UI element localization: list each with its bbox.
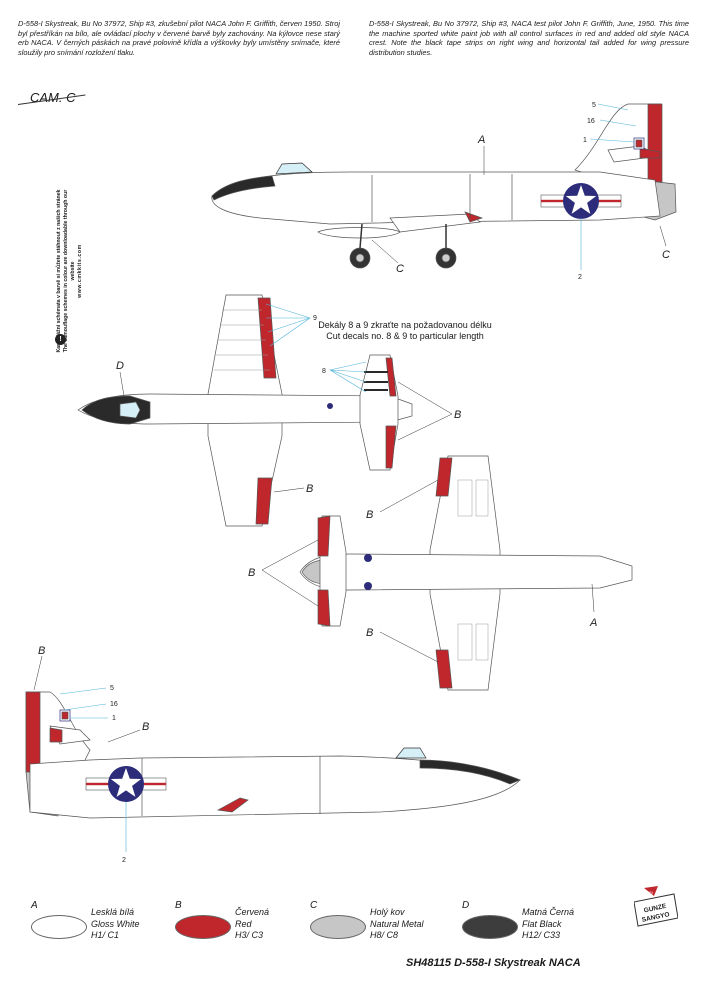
decal-length-note: Dekály 8 a 9 zkraťte na požadovanou délk…: [300, 320, 510, 342]
callout-b-fin: B: [38, 645, 45, 657]
canopy: [275, 162, 313, 175]
side-view-right: [25, 691, 521, 819]
legend-code: H8/ C8: [370, 930, 399, 940]
callout-b-tail: B: [454, 409, 461, 421]
callout-d: D: [116, 360, 124, 372]
swatch-gloss-white: [31, 915, 87, 939]
legend-letter: C: [310, 900, 318, 911]
callout-1-bottom: 1: [112, 715, 116, 722]
legend-code: H1/ C1: [91, 930, 120, 940]
swatch-red: [175, 915, 231, 939]
legend-code: H12/ C33: [522, 930, 561, 940]
nose-black: [211, 175, 276, 201]
callout-16-top: 16: [587, 118, 595, 125]
info-badge-icon: !: [55, 334, 66, 345]
legend-letter: A: [31, 900, 38, 911]
callout-b-under-bottom: B: [366, 627, 373, 639]
callout-b-tailplane-side: B: [142, 721, 149, 733]
rudder-red: [647, 103, 663, 183]
aileron-red-bottom: [255, 477, 273, 525]
rudder-red-right: [25, 691, 41, 773]
callout-2-bottom: 2: [122, 857, 126, 864]
plan-view-top: [77, 294, 413, 527]
callout-9: 9: [313, 315, 317, 322]
swatch-natural-metal: [310, 915, 366, 939]
callout-c-tail: C: [662, 249, 670, 261]
description-english: D-558-I Skystreak, Bu No 37972, Ship #3,…: [369, 19, 689, 57]
callout-2-top: 2: [578, 274, 582, 281]
decal-note-czech: Dekály 8 a 9 zkraťte na požadovanou délk…: [318, 320, 492, 330]
callout-1-top: 1: [583, 137, 587, 144]
callout-5-bottom: 5: [110, 685, 114, 692]
description-czech: D-558-I Skystreak, Bu No 37972, Ship #3,…: [18, 19, 340, 57]
logo-mark: GSI: [646, 890, 653, 895]
legend-letter: D: [462, 900, 470, 911]
legend-name-cz: Lesklá bílá: [91, 907, 135, 917]
swatch-flat-black: [462, 915, 518, 939]
callouts-side-top: [580, 103, 637, 270]
product-title: SH48115 D-558-I Skystreak NACA: [406, 957, 581, 969]
callouts-plan-top: [265, 303, 367, 393]
callout-b-tailplane: B: [248, 567, 255, 579]
callout-a-under: A: [589, 617, 597, 629]
camo-scheme-label: CAM. C: [30, 90, 76, 105]
logo-top: GUNZE: [643, 903, 667, 915]
legend-code: H3/ C3: [235, 930, 264, 940]
legend-name-en: Gloss White: [91, 918, 140, 929]
callout-5-top: 5: [592, 102, 596, 109]
legend-name-en: Natural Metal: [370, 918, 424, 929]
legend-name-cz: Holý kov: [370, 907, 405, 917]
decal-note-english: Cut decals no. 8 & 9 to particular lengt…: [326, 331, 484, 341]
callout-8: 8: [322, 368, 326, 375]
callout-b-aileron: B: [306, 483, 313, 495]
legend-name-cz: Matná Černá: [522, 907, 575, 917]
legend-name-en: Red: [235, 918, 252, 929]
legend-letter: B: [175, 900, 182, 911]
callout-b-under-top: B: [366, 509, 373, 521]
callout-a-top: A: [477, 134, 485, 146]
callout-16-bottom: 16: [110, 701, 118, 708]
gunze-sangyo-logo: GSI GUNZE SANGYO: [634, 886, 678, 927]
legend-name-cz: Červená: [235, 907, 270, 917]
plan-view-underside: [299, 455, 633, 691]
side-view-left: [211, 103, 677, 269]
callout-c-gear: C: [396, 263, 404, 275]
legend-name-en: Flat Black: [522, 918, 562, 929]
